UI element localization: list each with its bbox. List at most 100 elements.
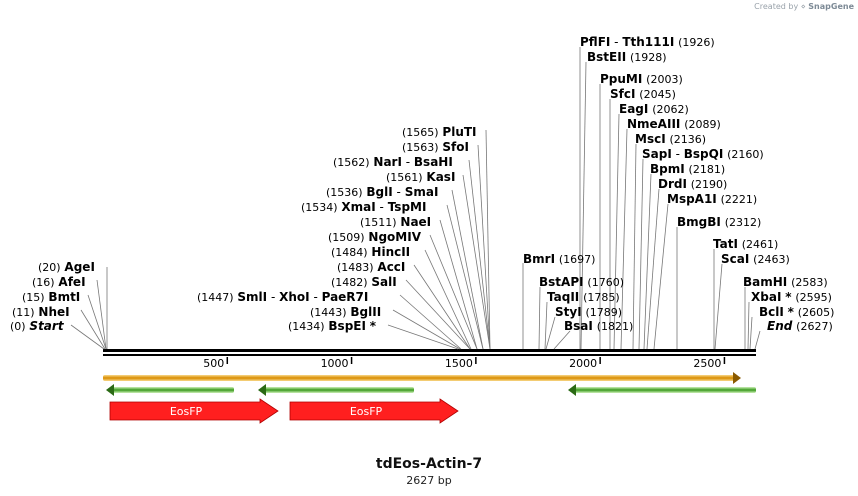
svg-text:BamHI (2583): BamHI (2583): [743, 275, 828, 289]
svg-text:PflFI - Tth111I (1926): PflFI - Tth111I (1926): [580, 35, 715, 49]
svg-text:BstEII (1928): BstEII (1928): [587, 50, 667, 64]
site-pos: (2312): [725, 216, 762, 229]
svg-text:End (2627): End (2627): [767, 319, 833, 333]
svg-text:(1483) AccI: (1483) AccI: [337, 260, 405, 274]
site-scai: ScaI: [721, 252, 749, 266]
svg-text:(1536) BglI - SmaI: (1536) BglI - SmaI: [326, 185, 438, 199]
site-naei: NaeI: [400, 215, 431, 229]
site-nari: NarI: [373, 155, 402, 169]
site-pos: (2461): [742, 238, 779, 251]
site-msci: MscI: [635, 132, 666, 146]
site-pos: (1789): [586, 306, 623, 319]
green-feature-1-arrowhead: [106, 384, 114, 396]
site-start: Start: [29, 319, 64, 333]
sites-left: (0) Start (11) NheI (15) BmtI (16) AfeI …: [10, 260, 95, 333]
site-marker: *: [370, 319, 377, 333]
site-mspa1i: MspA1I: [667, 192, 717, 206]
site-pos: (1563): [402, 141, 439, 154]
site-agei: AgeI: [64, 260, 94, 274]
sites-mid: (1434) BspEI * (1443) BglII (1447) SmlI …: [197, 125, 477, 333]
site-marker: *: [788, 305, 795, 319]
site-bcli: BclI: [759, 305, 784, 319]
site-eagi: EagI: [619, 102, 648, 116]
site-pos: (2583): [791, 276, 828, 289]
site-bstapi: BstAPI: [539, 275, 584, 289]
site-styi: StyI: [555, 305, 582, 319]
svg-text:TatI (2461): TatI (2461): [713, 237, 778, 251]
site-bpmi: BpmI: [650, 162, 685, 176]
sites-far-right: BamHI (2583) XbaI * (2595) BclI * (2605)…: [743, 275, 834, 333]
eosfp-cds-1: [109, 398, 279, 424]
site-pos: (2062): [652, 103, 689, 116]
site-pos: (2136): [670, 133, 707, 146]
site-tspmi: TspMI: [388, 200, 427, 214]
site-pflfi: PflFI: [580, 35, 610, 49]
site-bamhi: BamHI: [743, 275, 787, 289]
svg-text:(1484) HincII: (1484) HincII: [331, 245, 410, 259]
site-bsteii: BstEII: [587, 50, 626, 64]
site-bmgbi: BmgBI: [677, 215, 721, 229]
site-kasi: KasI: [426, 170, 455, 184]
svg-text:BmgBI (2312): BmgBI (2312): [677, 215, 761, 229]
site-afei: AfeI: [58, 275, 85, 289]
svg-text:(1562) NarI - BsaHI: (1562) NarI - BsaHI: [333, 155, 453, 169]
site-drdi: DrdI: [658, 177, 687, 191]
green-feature-3: [574, 387, 756, 393]
site-pos: (1509): [328, 231, 365, 244]
site-bmti: BmtI: [48, 290, 80, 304]
site-pos: (1928): [630, 51, 667, 64]
site-smli: SmlI: [237, 290, 267, 304]
svg-text:XbaI * (2595): XbaI * (2595): [751, 290, 832, 304]
svg-text:(16) AfeI: (16) AfeI: [32, 275, 86, 289]
site-bgli: BglI: [366, 185, 392, 199]
site-pos: (11): [12, 306, 35, 319]
svg-text:BstAPI (1760): BstAPI (1760): [539, 275, 624, 289]
svg-text:DrdI (2190): DrdI (2190): [658, 177, 727, 191]
site-pos: (2221): [721, 193, 758, 206]
site-paer7i: PaeR7I: [322, 290, 369, 304]
site-sali: SalI: [371, 275, 396, 289]
svg-text:(20) AgeI: (20) AgeI: [38, 260, 95, 274]
site-bglii: BglII: [350, 305, 381, 319]
snapgene-credit: Created by ⋄ SnapGene: [754, 2, 854, 11]
svg-text:ScaI (2463): ScaI (2463): [721, 252, 790, 266]
site-pluti: PluTI: [442, 125, 476, 139]
axis-tick-label: 2500: [693, 357, 721, 370]
site-pos: (1484): [331, 246, 368, 259]
eosfp-label-1: EosFP: [170, 405, 203, 418]
site-smai: SmaI: [405, 185, 439, 199]
site-pos: (20): [38, 261, 61, 274]
site-sfci: SfcI: [610, 87, 635, 101]
orange-feature-arrowhead: [733, 372, 741, 384]
svg-text:(1443) BglII: (1443) BglII: [310, 305, 381, 319]
eosfp-cds-2: [289, 398, 459, 424]
site-bsahi: BsaHI: [414, 155, 453, 169]
svg-text:(0) Start: (0) Start: [10, 319, 65, 333]
svg-text:(1434) BspEI *: (1434) BspEI *: [288, 319, 377, 333]
svg-text:BpmI (2181): BpmI (2181): [650, 162, 725, 176]
site-pos: (1447): [197, 291, 234, 304]
site-pos: (1760): [587, 276, 624, 289]
site-pos: (1565): [402, 126, 439, 139]
site-tth111i: Tth111I: [622, 35, 674, 49]
backbone-strand-bottom: [103, 354, 756, 356]
site-ngomiv: NgoMIV: [368, 230, 421, 244]
site-sapi: SapI: [642, 147, 672, 161]
site-nmeaiii: NmeAIII: [627, 117, 680, 131]
credit-brand: SnapGene: [808, 2, 854, 11]
sites-lower-mid: BmrI (1697) BstAPI (1760) TaqII (1785) S…: [523, 252, 633, 333]
site-nhei: NheI: [38, 305, 69, 319]
site-pos: (1561): [386, 171, 423, 184]
axis-tick-label: 2000: [569, 357, 597, 370]
axis-tick-label: 1000: [321, 357, 349, 370]
svg-text:BclI * (2605): BclI * (2605): [759, 305, 834, 319]
site-pos: (1697): [559, 253, 596, 266]
svg-text:(1482) SalI: (1482) SalI: [331, 275, 397, 289]
green-feature-2-arrowhead: [258, 384, 266, 396]
svg-text:(1563) SfoI: (1563) SfoI: [402, 140, 469, 154]
credit-prefix: Created by: [754, 2, 799, 11]
plasmid-length: 2627 bp: [406, 474, 452, 487]
orange-feature-bar: [103, 375, 735, 381]
site-end: End: [767, 319, 793, 333]
